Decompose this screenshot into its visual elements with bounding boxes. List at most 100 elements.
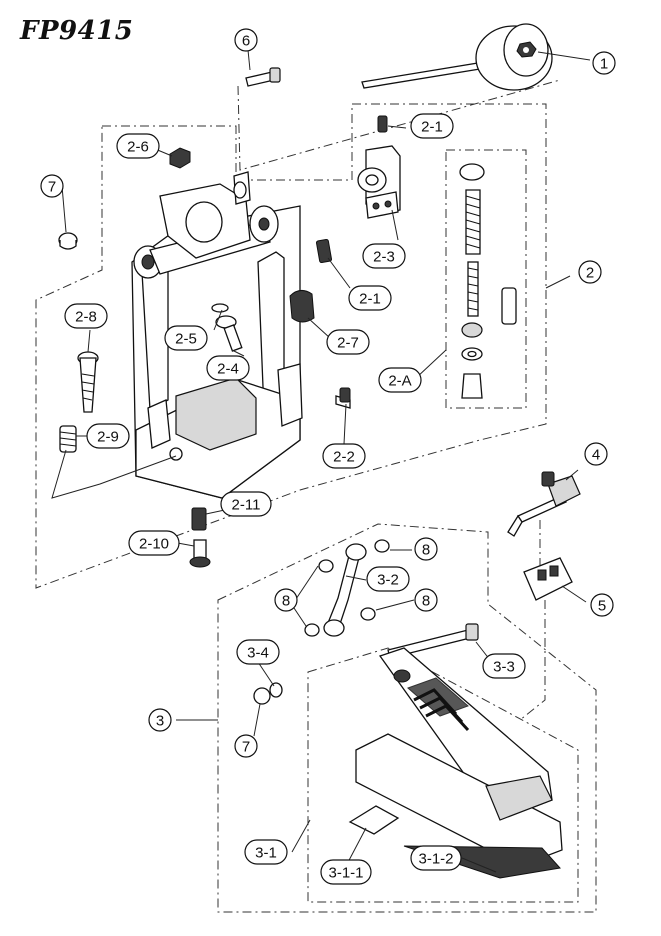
key-holder bbox=[523, 557, 573, 601]
callout-text: 3-1-1 bbox=[328, 865, 363, 882]
callout-3-1-2: 3-1-2 bbox=[410, 845, 462, 871]
callout-text: 2-8 bbox=[75, 309, 97, 326]
callout-text: 3 bbox=[156, 713, 164, 730]
diagram-title: FP9415 bbox=[20, 16, 134, 46]
callout-text: 6 bbox=[242, 33, 250, 50]
frame-assembly-outline bbox=[35, 103, 547, 589]
callout-text: 2-9 bbox=[97, 429, 119, 446]
callout-7: 7 bbox=[234, 734, 258, 758]
callout-8: 8 bbox=[414, 537, 438, 561]
callout-text: 3-1 bbox=[255, 845, 277, 862]
bolt-3-3 bbox=[387, 623, 479, 659]
callout-text: 2-1 bbox=[421, 119, 443, 136]
callout-border bbox=[584, 442, 608, 466]
callout-2-3: 2-3 bbox=[362, 243, 406, 269]
beater-link-line bbox=[237, 79, 561, 171]
callout-2-1: 2-1 bbox=[348, 285, 392, 311]
callout-8: 8 bbox=[274, 588, 298, 612]
callout-2-6: 2-6 bbox=[116, 133, 160, 159]
screw-2-2 bbox=[335, 387, 351, 409]
plug-2-7 bbox=[289, 290, 315, 323]
callout-border bbox=[206, 355, 250, 381]
callout-border bbox=[366, 566, 410, 592]
callout-1: 1 bbox=[592, 51, 616, 75]
bolt-2-10 bbox=[189, 539, 211, 568]
callout-8: 8 bbox=[414, 588, 438, 612]
callout-border bbox=[86, 423, 130, 449]
callout-text: 2-2 bbox=[333, 449, 355, 466]
callout-border bbox=[482, 653, 526, 679]
callout-7: 7 bbox=[40, 174, 64, 198]
callout-border bbox=[590, 593, 614, 617]
callout-border bbox=[116, 133, 160, 159]
spring-assembly bbox=[459, 163, 517, 399]
callout-border bbox=[410, 113, 454, 139]
callout-3-4: 3-4 bbox=[236, 639, 280, 665]
callout-text: 5 bbox=[598, 598, 606, 615]
callout-text: 8 bbox=[282, 593, 290, 610]
callout-2-10: 2-10 bbox=[128, 530, 180, 556]
callout-text: 2-11 bbox=[232, 497, 261, 514]
callout-2-7: 2-7 bbox=[326, 329, 370, 355]
callout-border bbox=[578, 260, 602, 284]
callout-labels: 1 2 3 4 5 6 7 7 8 8 8 2-1 2-1 2-2 2-3 2-4 2-5 2-6 2-7 2-8 2-… bbox=[40, 28, 616, 885]
callout-border bbox=[322, 443, 366, 469]
callout-2-4: 2-4 bbox=[206, 355, 250, 381]
hinge-block bbox=[357, 145, 401, 219]
callout-2-5: 2-5 bbox=[164, 325, 208, 351]
callout-3: 3 bbox=[148, 708, 172, 732]
callout-border bbox=[234, 28, 258, 52]
callout-border bbox=[414, 537, 438, 561]
callout-border bbox=[410, 845, 462, 871]
connecting-link bbox=[304, 539, 390, 637]
callout-6: 6 bbox=[234, 28, 258, 52]
callout-border bbox=[244, 839, 288, 865]
callout-2: 2 bbox=[578, 260, 602, 284]
callout-text: 2-1 bbox=[359, 291, 381, 308]
callout-text: 2-4 bbox=[217, 361, 239, 378]
callout-2-9: 2-9 bbox=[86, 423, 130, 449]
callout-3-1-1: 3-1-1 bbox=[320, 859, 372, 885]
callout-border bbox=[414, 588, 438, 612]
key-link-line-2 bbox=[519, 600, 546, 721]
callout-border bbox=[378, 367, 422, 393]
callout-border bbox=[148, 708, 172, 732]
spring-2-11 bbox=[191, 507, 207, 531]
drum-key bbox=[507, 471, 581, 537]
callout-border bbox=[326, 329, 370, 355]
nut-2-6 bbox=[169, 147, 191, 169]
callout-text: 2-6 bbox=[127, 139, 149, 156]
bolt-2-4 bbox=[215, 315, 243, 352]
callout-text: 3-4 bbox=[247, 645, 269, 662]
callout-text: 2-A bbox=[388, 373, 411, 390]
pedal-frame bbox=[131, 171, 303, 499]
pedal-assembly-outline bbox=[217, 523, 597, 913]
callout-border bbox=[40, 174, 64, 198]
cap-nut-bottom bbox=[253, 687, 271, 705]
spring-assembly-outline bbox=[445, 149, 527, 409]
callout-text: 2-10 bbox=[139, 536, 169, 553]
callout-4: 4 bbox=[584, 442, 608, 466]
callout-text: 2-3 bbox=[373, 249, 395, 266]
group-outlines bbox=[35, 79, 597, 913]
callout-text: 2-5 bbox=[175, 331, 197, 348]
callout-5: 5 bbox=[590, 593, 614, 617]
callout-text: 2 bbox=[586, 265, 594, 282]
callout-border bbox=[362, 243, 406, 269]
beater bbox=[361, 23, 553, 91]
callout-border bbox=[348, 285, 392, 311]
callout-border bbox=[274, 588, 298, 612]
set-screw-top bbox=[377, 115, 388, 133]
callout-text: 3-1-2 bbox=[418, 851, 453, 868]
callout-text: 8 bbox=[422, 593, 430, 610]
callout-text: 3-2 bbox=[377, 572, 399, 589]
callout-text: 8 bbox=[422, 542, 430, 559]
spring-2-9 bbox=[59, 425, 77, 453]
callout-2-8: 2-8 bbox=[64, 303, 108, 329]
callout-2-2: 2-2 bbox=[322, 443, 366, 469]
callout-text: 2-7 bbox=[337, 335, 359, 352]
callout-border bbox=[220, 491, 272, 517]
callout-text: 7 bbox=[242, 739, 250, 756]
